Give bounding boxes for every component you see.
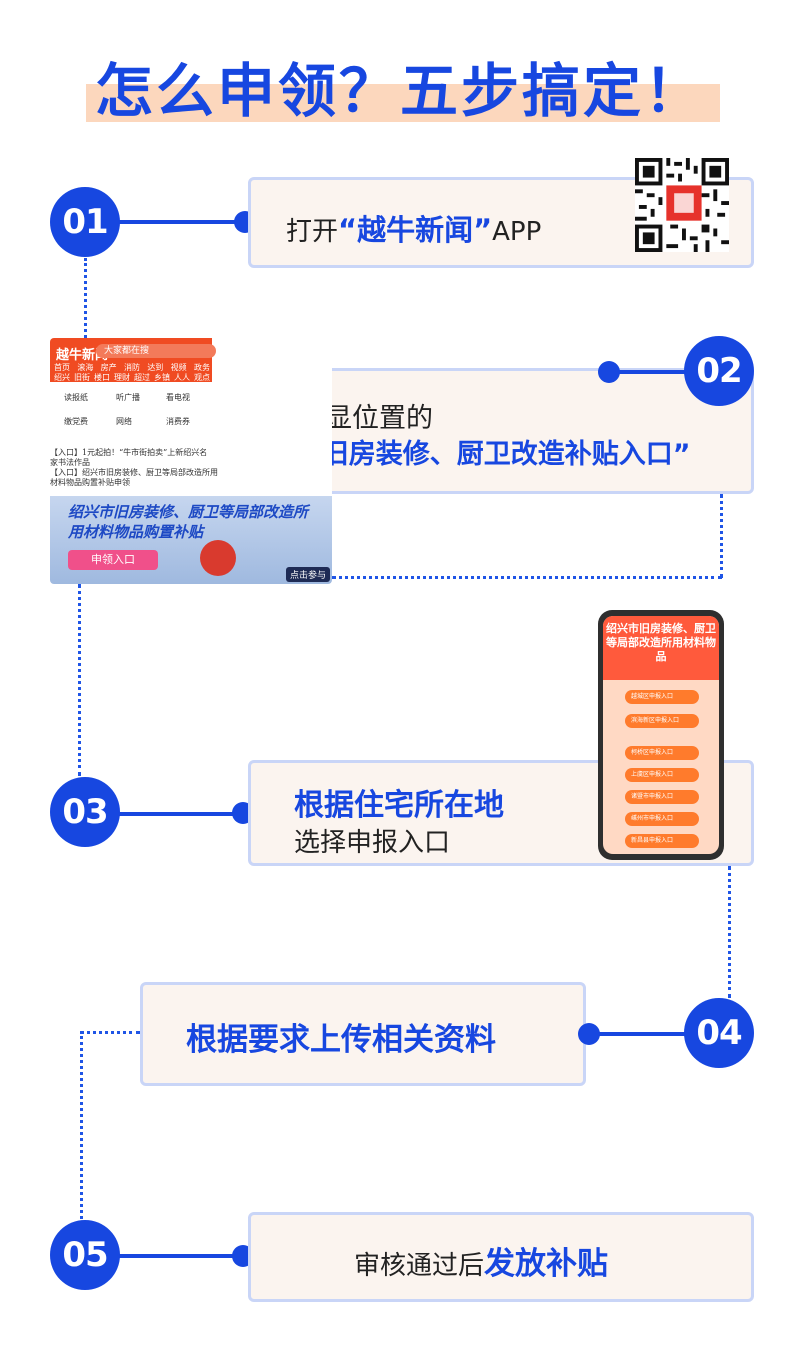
phone-screenshot: 绍兴市旧房装修、厨卫等局部改造所用材料物品 越城区申报入口 滨海新区申报入口 柯… xyxy=(598,610,724,860)
mascot-icon xyxy=(200,540,236,576)
page-title: 怎么申领？五步搞定！ xyxy=(94,57,705,125)
step-05-text: 审核通过后发放补贴 xyxy=(354,1238,608,1283)
entry-shengzhou: 嵊州市申报入口 xyxy=(625,812,699,826)
step-01-text-pre: 打开 xyxy=(286,217,339,247)
step-04-box xyxy=(140,982,586,1086)
step-05-highlight: 发放补贴 xyxy=(484,1246,609,1282)
step-05-connector xyxy=(118,1254,240,1258)
connector-03-04 xyxy=(728,866,731,998)
step-04-connector xyxy=(592,1032,692,1036)
step-03-line1: 根据住宅所在地 xyxy=(294,788,504,823)
entry-zhuji: 诸暨市申报入口 xyxy=(625,790,699,804)
entry-xinchang: 新昌县申报入口 xyxy=(625,834,699,848)
app-search: 大家都在搜 xyxy=(96,344,216,358)
app-nav-row-1: 首页滚海房产消防达到视频政务 xyxy=(54,363,210,372)
step-01-app-name: “越牛新闻” xyxy=(338,213,493,247)
step-03-line2: 选择申报入口 xyxy=(294,828,451,858)
connector-02-right xyxy=(332,576,722,579)
connector-02-03 xyxy=(78,584,81,776)
step-03-number: 03 xyxy=(50,777,120,847)
step-02-connector xyxy=(612,370,692,374)
step-03-connector xyxy=(118,812,240,816)
step-01-connector xyxy=(118,220,240,224)
app-news-1: 【入口】1元起拍！“牛市街拍卖”上新绍兴名家书法作品 xyxy=(50,448,208,467)
title-highlight-bar xyxy=(86,84,720,122)
app-nav-row-2: 绍兴旧街楼口理财超过乡镇人人观点 xyxy=(54,373,210,382)
step-04-number: 04 xyxy=(684,998,754,1068)
step-05-box xyxy=(248,1212,754,1302)
app-service-grid: 读报纸 听广播 看电视 缴党费 网络 消费券 xyxy=(50,382,212,458)
step-01-text-post: APP xyxy=(492,217,542,247)
phone-screen: 绍兴市旧房装修、厨卫等局部改造所用材料物品 越城区申报入口 滨海新区申报入口 柯… xyxy=(603,616,719,854)
banner-join-button: 点击参与 xyxy=(285,567,330,582)
step-04-dot xyxy=(578,1023,600,1045)
connector-02-down xyxy=(720,494,723,578)
step-01-text: 打开“越牛新闻”APP xyxy=(286,207,541,249)
app-logo: 越牛新闻 xyxy=(56,348,109,363)
entry-yuecheng: 越城区申报入口 xyxy=(625,690,699,704)
app-news-2: 【入口】绍兴市旧房装修、厨卫等局部改造所用材料物品购置补贴申领 xyxy=(50,468,218,487)
step-02-dot xyxy=(598,361,620,383)
phone-header: 绍兴市旧房装修、厨卫等局部改造所用材料物品 xyxy=(603,616,719,680)
app-screenshot: 越牛新闻 大家都在搜 首页滚海房产消防达到视频政务 绍兴旧街楼口理财超过乡镇人人… xyxy=(50,338,332,584)
step-05-number: 05 xyxy=(50,1220,120,1290)
connector-01-02 xyxy=(84,258,87,338)
entry-keqiao: 柯桥区申报入口 xyxy=(625,746,699,760)
subsidy-banner: 绍兴市旧房装修、厨卫等局部改造所用材料物品购置补贴 申领入口 点击参与 xyxy=(50,496,332,584)
step-01-number: 01 xyxy=(50,187,120,257)
connector-04-left xyxy=(80,1031,140,1034)
banner-title: 绍兴市旧房装修、厨卫等局部改造所用材料物品购置补贴 xyxy=(68,503,309,541)
step-05-text-pre: 审核通过后 xyxy=(354,1251,485,1281)
entry-binhai: 滨海新区申报入口 xyxy=(625,714,699,728)
step-04-text: 根据要求上传相关资料 xyxy=(186,1022,496,1058)
step-02-number: 02 xyxy=(684,336,754,406)
qr-code-icon xyxy=(635,158,729,252)
banner-apply-button: 申领入口 xyxy=(68,550,158,570)
entry-shangyu: 上虞区申报入口 xyxy=(625,768,699,782)
connector-04-05 xyxy=(80,1031,83,1219)
